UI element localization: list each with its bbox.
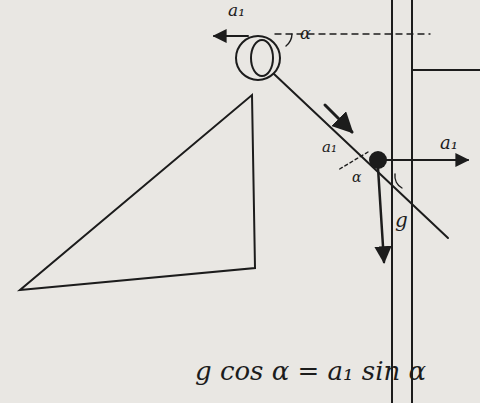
reference-line bbox=[275, 33, 430, 34]
accel-label: a₁ bbox=[322, 140, 337, 155]
arrow-a1-right bbox=[384, 159, 468, 161]
accel-label: a₁ bbox=[228, 2, 245, 19]
gravity-label: g bbox=[395, 210, 408, 230]
string bbox=[274, 74, 448, 238]
angle-label: α bbox=[352, 170, 361, 184]
wall bbox=[411, 0, 413, 403]
equation: g cos α = a₁ sin α bbox=[195, 358, 426, 384]
angle-arc bbox=[395, 174, 402, 188]
wall bbox=[391, 0, 393, 403]
pulley-inner bbox=[251, 40, 273, 76]
accel-label: a₁ bbox=[440, 134, 458, 152]
arrow-g bbox=[378, 168, 384, 262]
ball bbox=[369, 151, 387, 169]
arrow-string bbox=[325, 105, 352, 132]
arrow-a1 bbox=[214, 35, 248, 37]
angle-arc bbox=[286, 34, 292, 46]
angle-label: α bbox=[300, 26, 311, 42]
component-line bbox=[338, 152, 368, 170]
wedge bbox=[20, 95, 255, 290]
wall-edge bbox=[412, 69, 480, 71]
